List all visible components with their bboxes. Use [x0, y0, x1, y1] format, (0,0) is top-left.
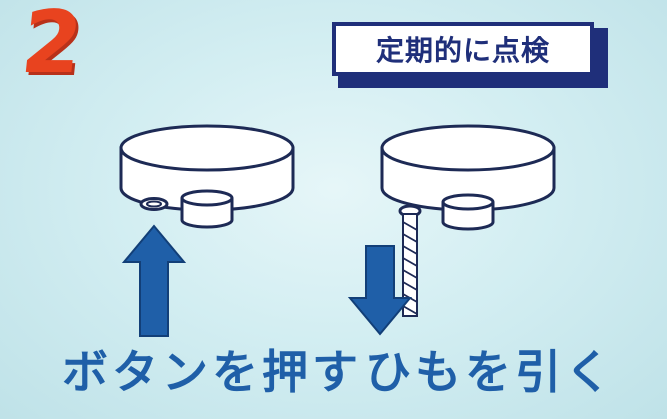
push-button-caption: ボタンを押す	[62, 345, 362, 399]
badge-label: 定期的に点検	[375, 34, 550, 67]
smoke-alarm-with-button-icon	[119, 124, 295, 229]
up-arrow-icon	[121, 224, 187, 337]
periodic-check-badge: 定期的に点検	[332, 22, 594, 76]
down-arrow-icon	[347, 245, 413, 336]
smoke-alarm-with-pull-cord-icon	[380, 124, 556, 317]
pull-cord-caption: ひもを引く	[365, 345, 615, 399]
